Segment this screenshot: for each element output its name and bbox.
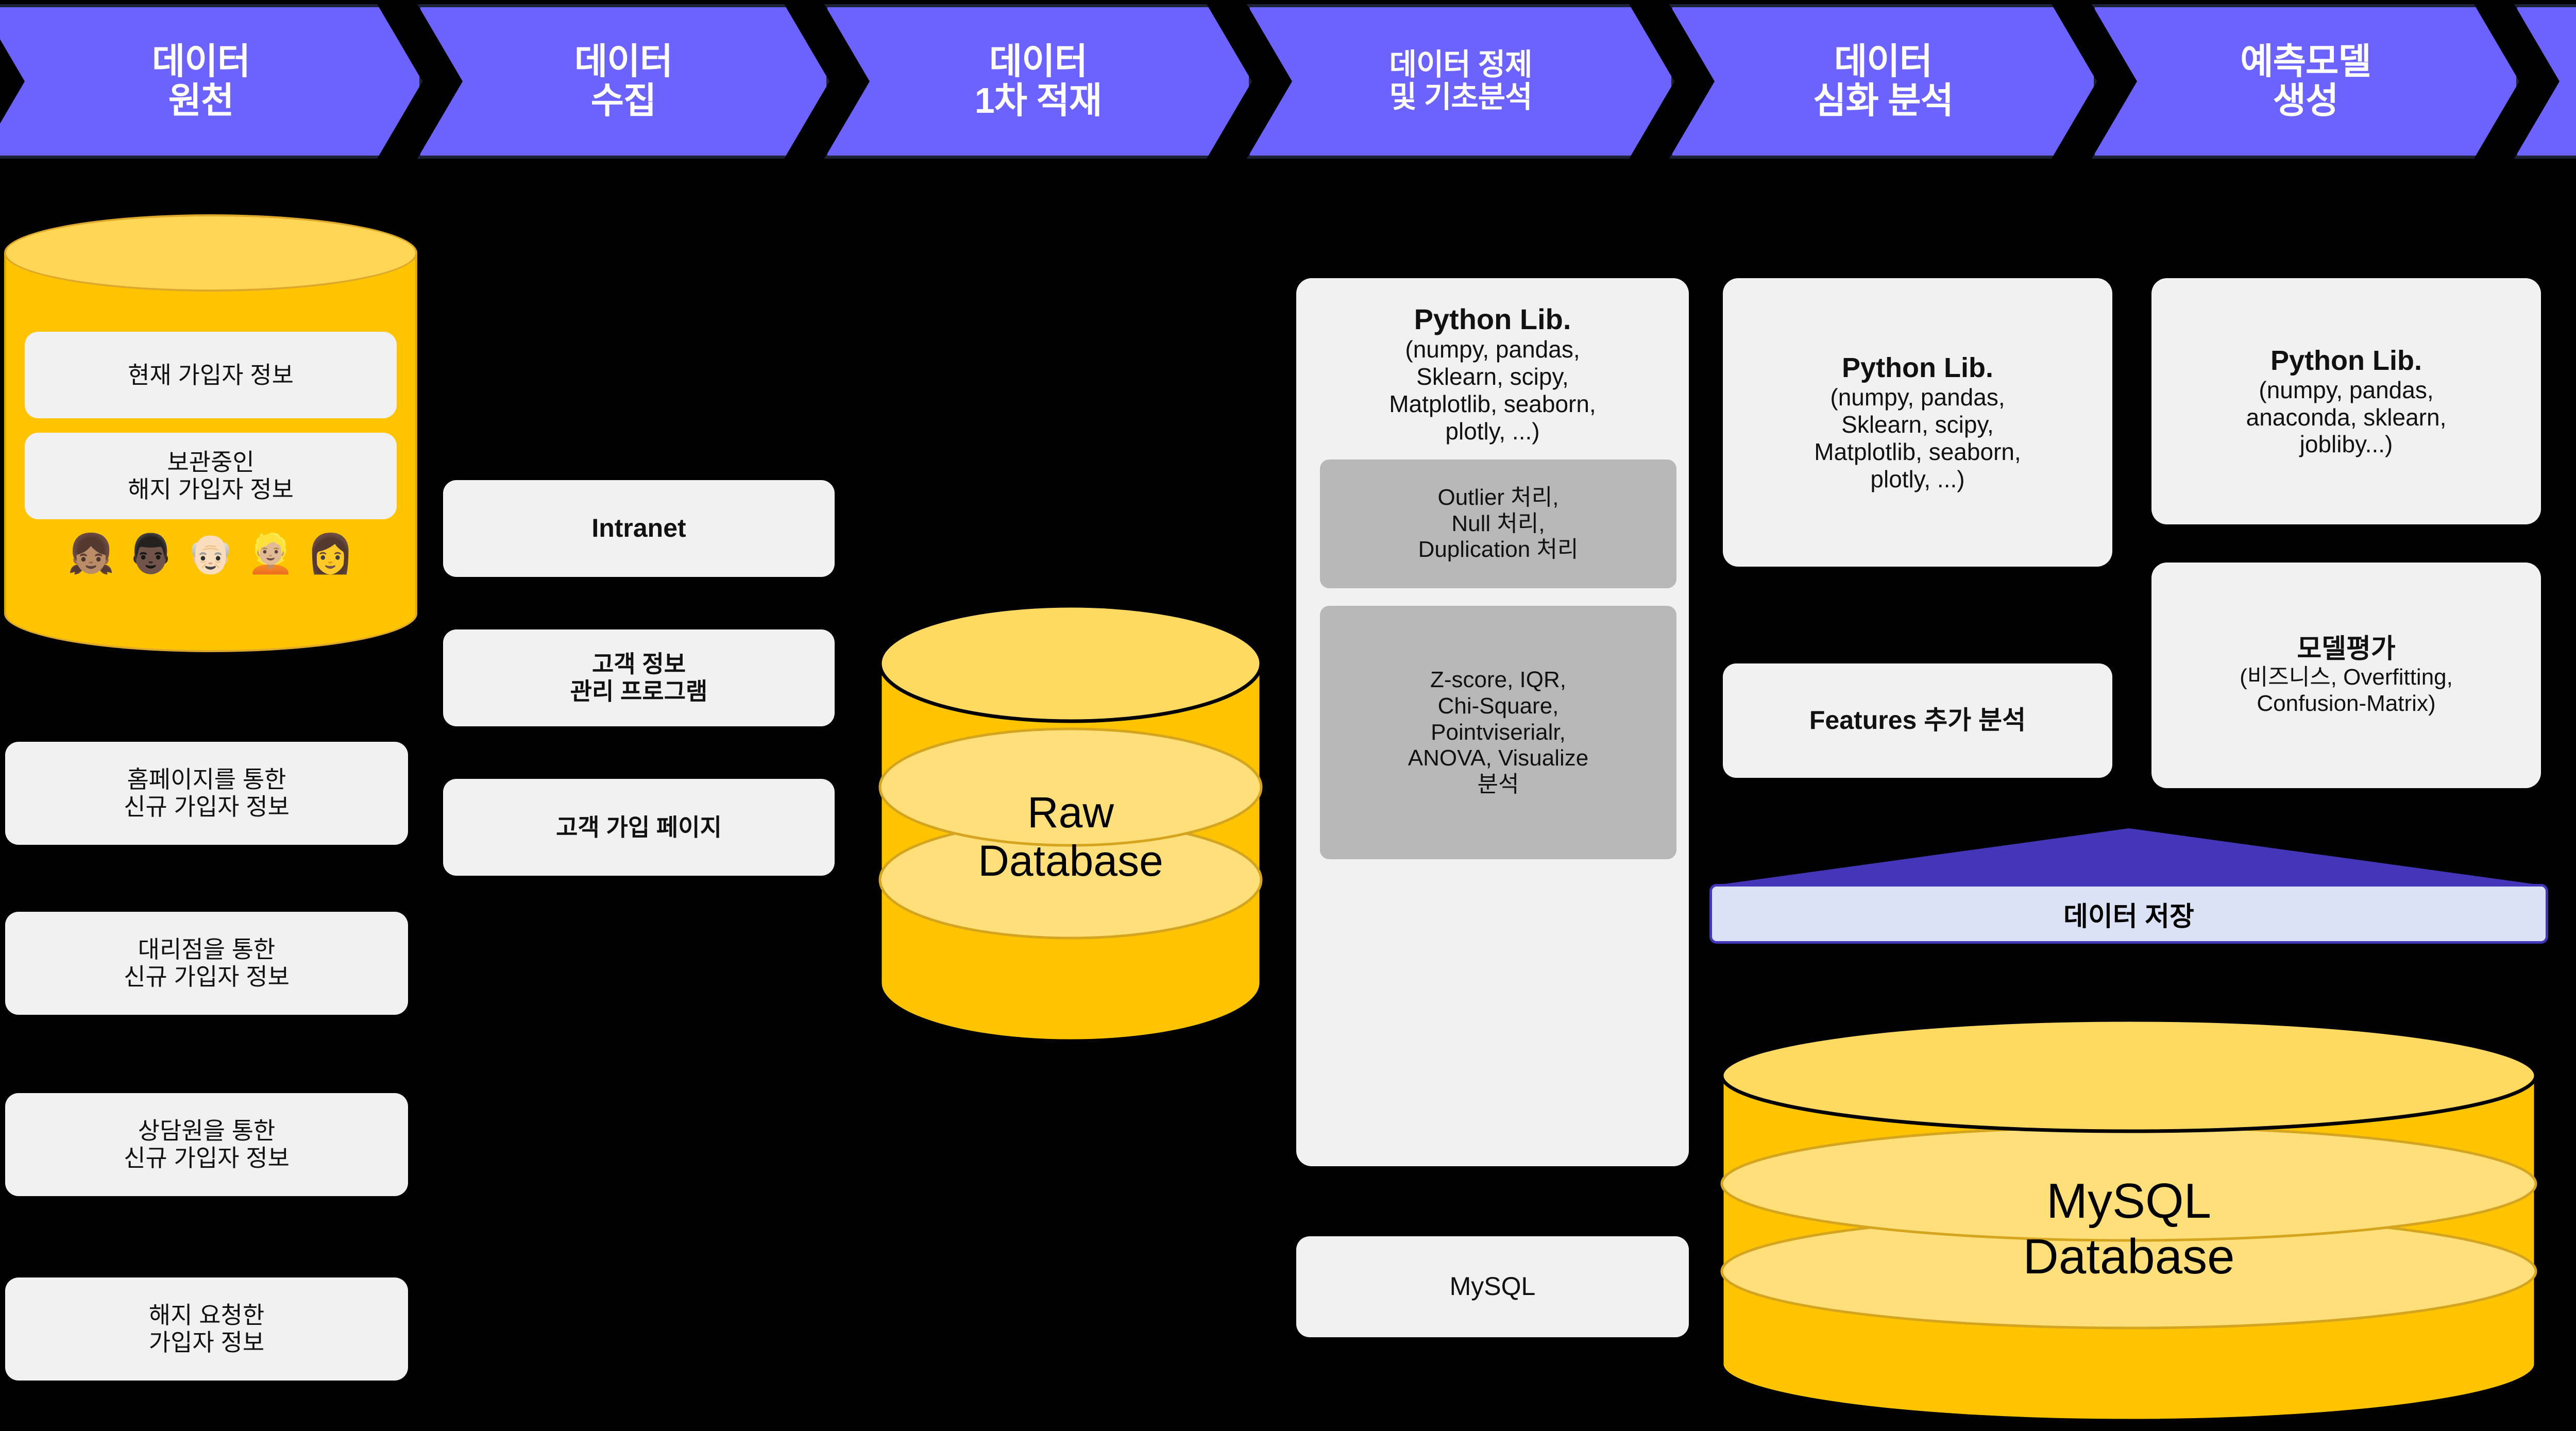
source-box-homepage[interactable]: 홈페이지를 통한 신규 가입자 정보 <box>5 742 408 845</box>
mysql-database-shape <box>1720 1019 2538 1423</box>
model-python-card[interactable]: Python Lib. (numpy, pandas, anaconda, sk… <box>2151 278 2541 524</box>
raw-database-shape <box>878 604 1263 1043</box>
pipeline-stage-1[interactable]: 데이터 원천 <box>0 4 422 159</box>
clean-python-card-body: (numpy, pandas, Sklearn, scipy, Matplotl… <box>1389 336 1596 445</box>
customer-db-item-2-line2: 해지 가입자 정보 <box>128 476 294 503</box>
customer-avatars-row: 👧🏽 👨🏿 👴🏻 👱🏼 👩 <box>0 535 421 573</box>
pipeline-stage-4-line1: 데이터 정제 <box>1389 48 1532 82</box>
deep-features-box[interactable]: Features 추가 분석 <box>1723 663 2112 778</box>
model-evaluation-card-body: (비즈니스, Overfitting, Confusion-Matrix) <box>2240 665 2453 716</box>
avatar-1: 👧🏽 <box>67 532 115 576</box>
source-box-homepage-line1: 홈페이지를 통한 <box>127 766 286 793</box>
collect-box-customer-mgmt-line2: 관리 프로그램 <box>570 678 708 705</box>
pipeline-stage-6-line1: 예측모델 <box>2240 41 2371 82</box>
customer-db-item-1-label: 현재 가입자 정보 <box>128 361 294 388</box>
collect-box-signup-page[interactable]: 고객 가입 페이지 <box>443 779 835 876</box>
source-box-cancel-request[interactable]: 해지 요청한 가입자 정보 <box>5 1277 408 1381</box>
avatar-5: 👩 <box>307 532 354 576</box>
source-box-homepage-line2: 신규 가입자 정보 <box>124 793 290 820</box>
pipeline-stage-5-line2: 심화 분석 <box>1812 80 1954 121</box>
avatar-3: 👴🏻 <box>187 532 235 576</box>
deep-python-card-body: (numpy, pandas, Sklearn, scipy, Matplotl… <box>1814 384 2021 492</box>
data-storage-arrow-head <box>1709 828 2548 886</box>
clean-python-card-text: Python Lib. (numpy, pandas, Sklearn, sci… <box>1302 281 1683 445</box>
source-box-agency-line1: 대리점을 통한 <box>138 936 276 963</box>
pipeline-stage-1-line2: 원천 <box>168 80 234 121</box>
pipeline-stage-2-line2: 수집 <box>590 80 656 121</box>
deep-features-box-label: Features 추가 분석 <box>1809 706 2026 735</box>
clean-inner-box-stats[interactable]: Z-score, IQR, Chi-Square, Pointviserialr… <box>1320 605 1676 859</box>
pipeline-stage-7[interactable]: 서비스 구현 <box>2514 4 2576 159</box>
model-python-card-title: Python Lib. <box>2270 345 2422 376</box>
pipeline-stage-4[interactable]: 데이터 정제 및 기초분석 <box>1247 4 1674 159</box>
raw-database-cylinder: Raw Database <box>870 591 1272 1055</box>
mysql-database-cylinder: MySQL Database <box>1709 1019 2548 1431</box>
collect-box-intranet-label: Intranet <box>591 514 686 543</box>
source-box-cancel-request-line1: 해지 요청한 <box>148 1302 265 1329</box>
pipeline-stage-5[interactable]: 데이터 심화 분석 <box>1669 4 2097 159</box>
collect-box-signup-page-label: 고객 가입 페이지 <box>556 813 722 841</box>
clean-mysql-box-label: MySQL <box>1449 1272 1536 1301</box>
source-box-agency[interactable]: 대리점을 통한 신규 가입자 정보 <box>5 912 408 1015</box>
collect-box-intranet[interactable]: Intranet <box>443 480 835 577</box>
cylinder-top-cap <box>4 214 417 292</box>
data-storage-arrow: 데이터 저장 <box>1709 828 2548 950</box>
pipeline-stage-3[interactable]: 데이터 1차 적재 <box>824 4 1252 159</box>
customer-db-item-2[interactable]: 보관중인 해지 가입자 정보 <box>25 433 397 519</box>
model-evaluation-card-title: 모델평가 <box>2297 634 2396 664</box>
source-box-agency-line2: 신규 가입자 정보 <box>124 963 290 990</box>
deep-python-card-title: Python Lib. <box>1842 352 1993 384</box>
collect-box-customer-mgmt[interactable]: 고객 정보 관리 프로그램 <box>443 629 835 726</box>
collect-box-customer-mgmt-line1: 고객 정보 <box>591 651 686 678</box>
pipeline-stage-1-line1: 데이터 <box>151 41 250 82</box>
clean-inner-box-stats-text: Z-score, IQR, Chi-Square, Pointviserialr… <box>1408 667 1589 797</box>
source-box-counselor-line2: 신규 가입자 정보 <box>124 1145 290 1171</box>
data-storage-label: 데이터 저장 <box>2063 901 2194 932</box>
source-box-counselor[interactable]: 상담원을 통한 신규 가입자 정보 <box>5 1093 408 1196</box>
deep-python-card[interactable]: Python Lib. (numpy, pandas, Sklearn, sci… <box>1723 278 2112 567</box>
customer-db-item-2-line1: 보관중인 <box>167 449 255 476</box>
customer-db-item-1[interactable]: 현재 가입자 정보 <box>25 332 397 418</box>
model-python-card-body: (numpy, pandas, anaconda, sklearn, jobli… <box>2246 376 2447 458</box>
clean-mysql-box[interactable]: MySQL <box>1296 1236 1689 1337</box>
pipeline-stage-header-row: 데이터 원천 데이터 수집 데이터 1차 적재 데이터 정제 및 기초분석 데이 <box>0 4 2576 169</box>
pipeline-stage-5-line1: 데이터 <box>1834 41 1933 82</box>
pipeline-stage-2-line1: 데이터 <box>574 41 673 82</box>
source-box-counselor-line1: 상담원을 통한 <box>138 1117 276 1145</box>
clean-python-card-title: Python Lib. <box>1414 303 1571 335</box>
pipeline-stage-6[interactable]: 예측모델 생성 <box>2092 4 2519 159</box>
customer-database-cylinder: 현재 가입자 정보 보관중인 해지 가입자 정보 👧🏽 👨🏿 👴🏻 👱🏼 👩 <box>0 214 421 652</box>
model-evaluation-card[interactable]: 모델평가 (비즈니스, Overfitting, Confusion-Matri… <box>2151 563 2541 788</box>
source-box-cancel-request-line2: 가입자 정보 <box>148 1329 265 1356</box>
pipeline-stage-6-line2: 생성 <box>2273 80 2338 121</box>
pipeline-stage-4-line2: 및 기초분석 <box>1389 80 1532 114</box>
avatar-2: 👨🏿 <box>127 532 175 576</box>
pipeline-stage-2[interactable]: 데이터 수집 <box>417 4 829 159</box>
pipeline-stage-3-line2: 1차 적재 <box>974 80 1102 121</box>
data-storage-arrow-bar[interactable]: 데이터 저장 <box>1709 884 2548 944</box>
avatar-4: 👱🏼 <box>247 532 295 576</box>
clean-python-card[interactable]: Python Lib. (numpy, pandas, Sklearn, sci… <box>1296 278 1689 1166</box>
pipeline-stage-3-line1: 데이터 <box>989 41 1088 82</box>
clean-inner-box-preprocessing-text: Outlier 처리, Null 처리, Duplication 처리 <box>1418 485 1579 563</box>
clean-inner-box-preprocessing[interactable]: Outlier 처리, Null 처리, Duplication 처리 <box>1320 459 1676 588</box>
